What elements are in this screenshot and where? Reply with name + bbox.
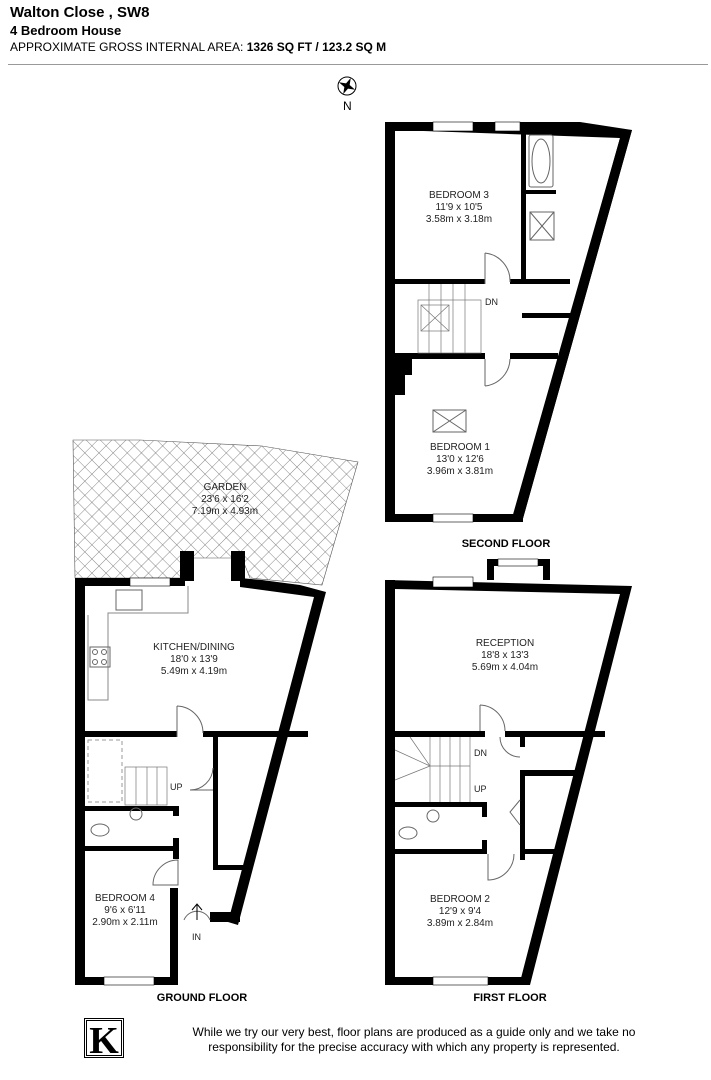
window xyxy=(432,121,474,132)
room-dimensions-imperial: 9'6 x 6'11 xyxy=(104,905,146,916)
skylight-icon xyxy=(432,409,467,433)
room-name: BEDROOM 4 xyxy=(95,893,155,904)
header: Walton Close , SW8 4 Bedroom House APPRO… xyxy=(10,4,386,55)
room-name: BEDROOM 1 xyxy=(430,442,490,453)
stairs-up-label: UP xyxy=(170,782,183,792)
door[interactable] xyxy=(484,358,511,387)
ground-floor-plan: UP IN GARDEN 23'6 x 16'2 7.19m x 4.93m K… xyxy=(72,439,359,1004)
door[interactable] xyxy=(484,252,511,284)
room-name: GARDEN xyxy=(204,482,247,493)
window xyxy=(129,577,171,587)
floor-label: GROUND FLOOR xyxy=(157,992,247,1004)
second-floor-outer-wall xyxy=(385,122,632,522)
room-dimensions-imperial: 23'6 x 16'2 xyxy=(201,494,249,505)
room-dimensions-metric: 2.90m x 2.11m xyxy=(92,917,157,928)
property-subtitle: 4 Bedroom House xyxy=(10,23,122,38)
toilet-icon xyxy=(398,826,418,840)
disclaimer-line: While we try our very best, floor plans … xyxy=(192,1025,636,1039)
room-name: BEDROOM 2 xyxy=(430,894,490,905)
window xyxy=(103,976,155,986)
disclaimer: While we try our very best, floor plans … xyxy=(134,1025,694,1055)
window xyxy=(494,121,521,132)
stairs-down-label: DN xyxy=(474,748,487,758)
gross-area: APPROXIMATE GROSS INTERNAL AREA: 1326 SQ… xyxy=(10,39,386,55)
property-title: Walton Close , SW8 xyxy=(10,4,150,21)
second-floor-plan: DN BEDROOM 3 11'9 x 10'5 3.58m x 3.18m B… xyxy=(385,121,632,550)
area-label: APPROXIMATE GROSS INTERNAL AREA: xyxy=(10,40,244,54)
first-floor-plan: DN UP RECEPTION 18'8 x 13'3 5.69m x 4.04… xyxy=(385,558,632,1004)
staircase-icon xyxy=(417,284,482,354)
disclaimer-line: responsibility for the precise accuracy … xyxy=(208,1040,620,1054)
stairs-up-label: UP xyxy=(474,784,487,794)
door[interactable] xyxy=(499,736,521,758)
room-dimensions-imperial: 11'9 x 10'5 xyxy=(435,202,482,213)
room-dimensions-metric: 3.58m x 3.18m xyxy=(426,214,492,225)
door[interactable] xyxy=(152,859,179,886)
floor-label: SECOND FLOOR xyxy=(462,538,551,550)
area-value: 1326 SQ FT / 123.2 SQ M xyxy=(246,40,387,54)
header-divider xyxy=(8,64,708,65)
room-dimensions-metric: 7.19m x 4.93m xyxy=(192,506,258,517)
entrance-label: IN xyxy=(192,932,201,942)
entrance-arrow-icon xyxy=(191,903,203,920)
hob-icon xyxy=(89,646,111,668)
room-dimensions-imperial: 12'9 x 9'4 xyxy=(439,906,482,917)
agency-logo: K xyxy=(84,1018,124,1061)
compass-icon: N xyxy=(337,76,357,113)
room-name: BEDROOM 3 xyxy=(429,190,489,201)
sink-icon xyxy=(115,589,143,611)
basin-icon xyxy=(129,807,143,821)
staircase-icon xyxy=(124,766,168,806)
cupboard-door[interactable] xyxy=(509,799,521,826)
window xyxy=(432,576,474,588)
room-dimensions-metric: 3.89m x 2.84m xyxy=(427,918,493,929)
kitchen-counter xyxy=(87,586,189,701)
bathtub-icon xyxy=(528,134,554,188)
room-name: KITCHEN/DINING xyxy=(153,642,235,653)
staircase-icon xyxy=(394,736,471,802)
door[interactable] xyxy=(176,705,204,737)
floor-label: FIRST FLOOR xyxy=(473,992,546,1004)
window xyxy=(432,513,474,523)
shower-icon xyxy=(529,211,555,241)
compass-north-label: N xyxy=(343,99,352,113)
room-dimensions-metric: 3.96m x 3.81m xyxy=(427,466,493,477)
room-dimensions-imperial: 18'0 x 13'9 xyxy=(170,654,218,665)
door[interactable] xyxy=(487,853,515,881)
basin-icon xyxy=(426,809,440,823)
stairs-down-label: DN xyxy=(485,297,498,307)
room-dimensions-imperial: 18'8 x 13'3 xyxy=(481,650,529,661)
window xyxy=(432,976,489,986)
door[interactable] xyxy=(479,704,506,732)
room-dimensions-metric: 5.49m x 4.19m xyxy=(161,666,227,677)
room-dimensions-metric: 5.69m x 4.04m xyxy=(472,662,538,673)
door[interactable] xyxy=(189,767,214,791)
room-name: RECEPTION xyxy=(476,638,534,649)
toilet-icon xyxy=(90,823,110,837)
room-dimensions-imperial: 13'0 x 12'6 xyxy=(436,454,484,465)
